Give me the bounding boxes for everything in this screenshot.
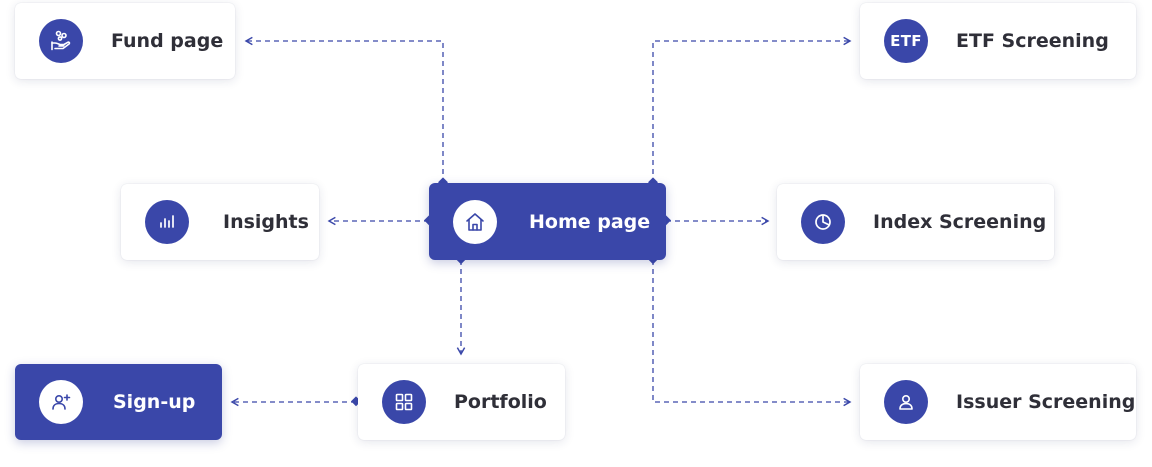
node-etf-screening[interactable]: ETF ETF Screening xyxy=(860,3,1136,79)
grid-icon xyxy=(382,380,426,424)
node-issuer-screening[interactable]: Issuer Screening xyxy=(860,364,1136,440)
node-label: Index Screening xyxy=(873,211,1047,233)
connector-home-to-issuer-screening xyxy=(652,260,852,407)
node-fund-page[interactable]: Fund page xyxy=(15,3,235,79)
user-icon xyxy=(884,380,928,424)
node-index-screening[interactable]: Index Screening xyxy=(777,184,1054,260)
node-label: Insights xyxy=(223,211,309,233)
connector-home-to-fund-page xyxy=(244,36,444,183)
hand-coins-icon xyxy=(39,19,83,63)
node-label: Sign-up xyxy=(113,391,196,413)
node-label: Issuer Screening xyxy=(956,391,1136,413)
connector-home-to-etf-screening xyxy=(652,36,852,183)
node-sign-up[interactable]: Sign-up xyxy=(15,364,222,440)
etf-icon: ETF xyxy=(884,19,928,63)
node-insights[interactable]: Insights xyxy=(121,184,319,260)
node-portfolio[interactable]: Portfolio xyxy=(358,364,565,440)
etf-icon-text: ETF xyxy=(890,32,922,50)
bar-chart-icon xyxy=(145,200,189,244)
pie-chart-icon xyxy=(801,200,845,244)
node-label: Portfolio xyxy=(454,391,547,413)
home-icon xyxy=(453,199,497,244)
node-home-page[interactable]: Home page xyxy=(429,183,666,260)
node-label: Home page xyxy=(529,210,651,233)
node-label: Fund page xyxy=(111,30,224,52)
add-user-icon xyxy=(39,380,83,424)
node-label: ETF Screening xyxy=(956,30,1109,52)
